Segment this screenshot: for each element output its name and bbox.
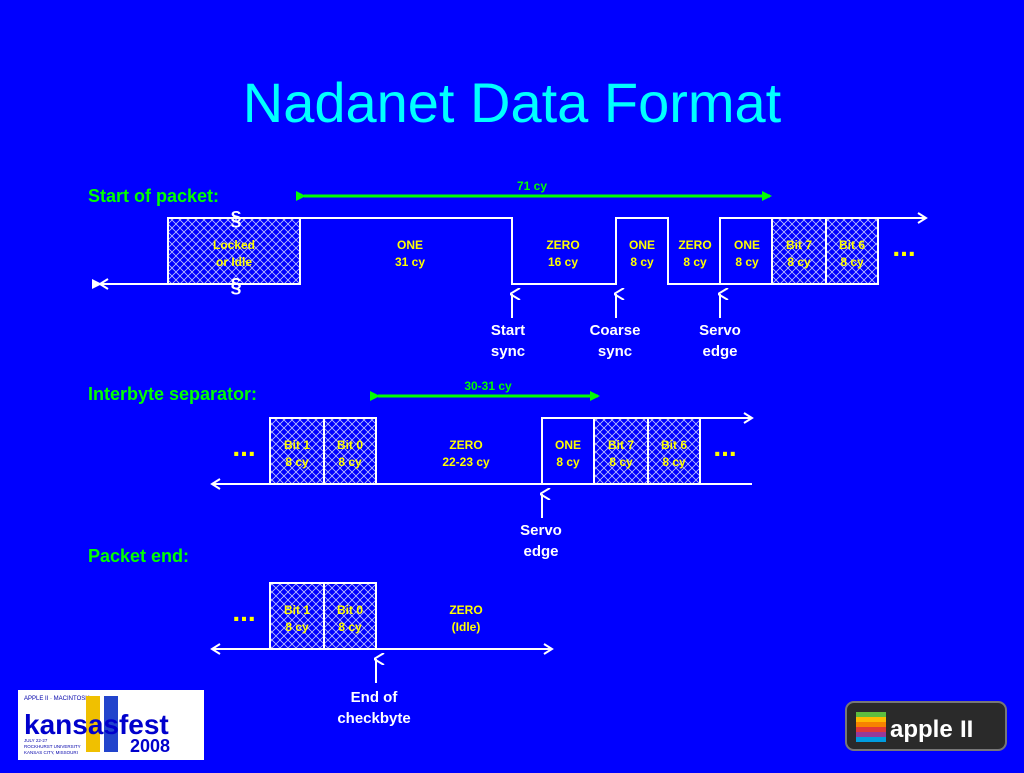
cell-label: 8 cy bbox=[662, 455, 686, 469]
logo-small-line: JULY 22-27 bbox=[24, 738, 48, 743]
waveform-start bbox=[300, 217, 926, 285]
cell-label: 22-23 cy bbox=[442, 455, 490, 469]
cell-label: Locked bbox=[213, 238, 255, 252]
cell-label: Bit 6 bbox=[661, 438, 687, 452]
cell-label: 8 cy bbox=[787, 255, 811, 269]
cell-bit7-interbyte bbox=[593, 417, 649, 485]
cell-label: 8 cy bbox=[338, 455, 362, 469]
cell-label: 31 cy bbox=[395, 255, 425, 269]
note-label: edge bbox=[702, 343, 737, 360]
cell-label: ONE bbox=[397, 238, 423, 252]
note-label: Servo bbox=[699, 322, 741, 339]
cell-label: 8 cy bbox=[683, 255, 707, 269]
ellipsis: ... bbox=[232, 596, 255, 627]
cell-label: ONE bbox=[629, 238, 655, 252]
cell-label: Bit 0 bbox=[337, 603, 363, 617]
logo-bar-left bbox=[86, 696, 100, 752]
span-label-interbyte: 30-31 cy bbox=[464, 379, 512, 393]
wave-left-arrowhead bbox=[98, 278, 109, 290]
kansasfest-logo: APPLE II · MACINTOSH kansasfest 2008 JUL… bbox=[18, 690, 204, 760]
cell-label: ONE bbox=[734, 238, 760, 252]
cell-label: 16 cy bbox=[548, 255, 578, 269]
cell-locked-idle bbox=[167, 217, 301, 285]
note-label: checkbyte bbox=[337, 710, 410, 727]
cell-label: 8 cy bbox=[609, 455, 633, 469]
note-label: Servo bbox=[520, 522, 562, 539]
cells-end: Bit 1 8 cy Bit 0 8 cy ZERO (Idle) bbox=[284, 603, 483, 634]
apple-rainbow-icon bbox=[856, 712, 886, 742]
note-label: sync bbox=[491, 343, 525, 360]
break-mark-bottom: § bbox=[230, 275, 241, 297]
cell-label: Bit 7 bbox=[786, 238, 812, 252]
cell-label: Bit 1 bbox=[284, 438, 310, 452]
logo-small-line: ROCKHURST UNIVERSITY bbox=[24, 744, 81, 749]
cell-label: Bit 1 bbox=[284, 603, 310, 617]
cell-label: ZERO bbox=[546, 238, 579, 252]
cell-label: ONE bbox=[555, 438, 581, 452]
logo-year: 2008 bbox=[130, 736, 170, 756]
cell-bit0-end bbox=[323, 582, 377, 650]
cell-bit0-interbyte bbox=[323, 417, 377, 485]
cell-bit1-end bbox=[269, 582, 325, 650]
cell-label: 8 cy bbox=[735, 255, 759, 269]
cell-label: 8 cy bbox=[840, 255, 864, 269]
wave-right-arrowhead bbox=[917, 212, 928, 224]
cell-label: (Idle) bbox=[452, 620, 481, 634]
cell-label: ZERO bbox=[678, 238, 711, 252]
section-label-interbyte: Interbyte separator: bbox=[88, 384, 257, 404]
cell-label: ZERO bbox=[449, 438, 482, 452]
break-mark-top: § bbox=[230, 208, 241, 230]
logo-small-line: KANSAS CITY, MISSOURI bbox=[24, 750, 78, 755]
cell-label: Bit 0 bbox=[337, 438, 363, 452]
logo-numeral: II bbox=[960, 716, 973, 743]
note-label: edge bbox=[523, 543, 558, 560]
cell-label: 8 cy bbox=[630, 255, 654, 269]
logo-bar-right bbox=[104, 696, 118, 752]
cell-label: 8 cy bbox=[338, 620, 362, 634]
section-label-start: Start of packet: bbox=[88, 186, 219, 206]
cell-label: Bit 7 bbox=[608, 438, 634, 452]
cell-bit6-interbyte bbox=[647, 417, 701, 485]
logo-word: apple bbox=[890, 716, 953, 743]
note-label: Coarse bbox=[590, 322, 641, 339]
span-label-start: 71 cy bbox=[517, 179, 547, 193]
note-label: Start bbox=[491, 322, 525, 339]
logo-top-text: APPLE II · MACINTOSH bbox=[24, 696, 90, 702]
cell-label: 8 cy bbox=[556, 455, 580, 469]
note-label: End of bbox=[351, 689, 399, 706]
section-label-end: Packet end: bbox=[88, 546, 189, 566]
note-label: sync bbox=[598, 343, 632, 360]
logo-word: kansasfest bbox=[24, 709, 169, 740]
cell-bit6-start bbox=[825, 217, 879, 285]
cell-label: Bit 6 bbox=[839, 238, 865, 252]
page-title: Nadanet Data Format bbox=[243, 71, 782, 134]
apple2-logo: apple II bbox=[845, 701, 1007, 751]
ellipsis: ... bbox=[892, 231, 915, 262]
cell-label: 8 cy bbox=[285, 455, 309, 469]
cell-label: 8 cy bbox=[285, 620, 309, 634]
cell-label: or Idle bbox=[216, 255, 252, 269]
cells-interbyte: Bit 1 8 cy Bit 0 8 cy ZERO 22-23 cy ONE … bbox=[284, 438, 687, 469]
cell-label: ZERO bbox=[449, 603, 482, 617]
ellipsis: ... bbox=[232, 431, 255, 462]
cells-start: Locked or Idle ONE 31 cy ZERO 16 cy ONE … bbox=[213, 238, 865, 269]
ellipsis: ... bbox=[713, 431, 736, 462]
